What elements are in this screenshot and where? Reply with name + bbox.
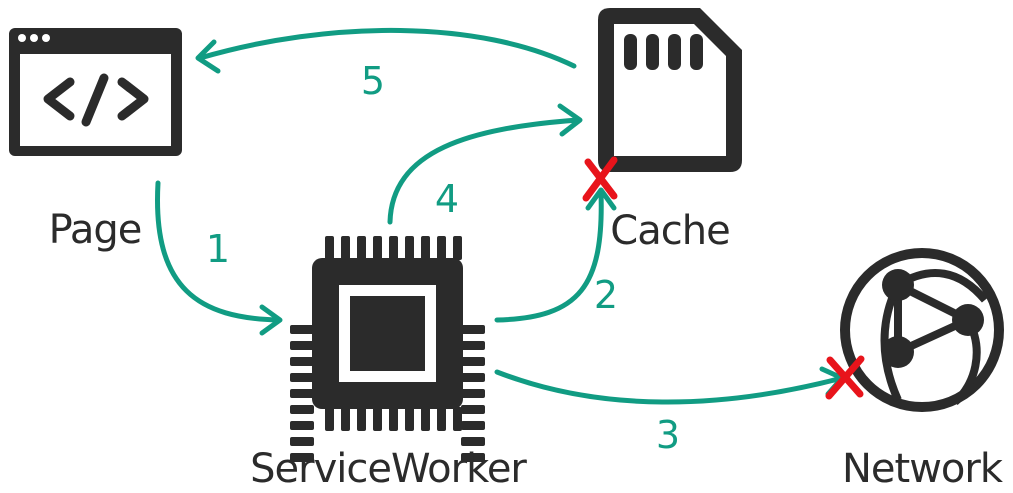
chip-pin (290, 405, 314, 414)
chip-pin (389, 236, 398, 260)
chip-pin (461, 437, 485, 446)
chip-pin (290, 325, 314, 334)
arrow-step-5 (195, 28, 577, 74)
step-5-label: 5 (361, 59, 385, 103)
network-label: Network (842, 446, 1004, 492)
step-2-label: 2 (594, 273, 618, 317)
sd-card-icon (598, 8, 742, 172)
step-1-label: 1 (206, 227, 230, 271)
chip-pin (461, 357, 485, 366)
chip-pin (290, 453, 314, 462)
chip-pin (357, 236, 366, 260)
chip-pin (461, 405, 485, 414)
globe-network-icon (840, 248, 1004, 412)
chip-pin (325, 236, 334, 260)
chip-pin (290, 421, 314, 430)
cache-failure-x-icon (582, 156, 618, 202)
chip-pin (325, 407, 334, 431)
arrow-step-2 (494, 187, 617, 323)
chip-pin (341, 236, 350, 260)
chip-pin (373, 236, 382, 260)
chip-pin (453, 236, 462, 260)
chip-pin (421, 236, 430, 260)
browser-code-window-icon (9, 28, 182, 156)
chip-pin (461, 373, 485, 382)
chip-pin (405, 236, 414, 260)
chip-pin (341, 407, 350, 431)
chip-pin (461, 325, 485, 334)
chip-pin (290, 437, 314, 446)
chip-pin (437, 407, 446, 431)
chip-pin (437, 236, 446, 260)
chip-pin (290, 389, 314, 398)
step-3-label: 3 (656, 413, 680, 457)
arrow-step-1 (155, 180, 283, 336)
chip-pin (290, 373, 314, 382)
arrow-step-3 (494, 366, 845, 405)
chip-pin (373, 407, 382, 431)
chip-pin (405, 407, 414, 431)
chip-pin (461, 389, 485, 398)
chip-pin (290, 341, 314, 350)
chip-pin (461, 421, 485, 430)
network-failure-x-icon (825, 355, 865, 400)
chip-pin (453, 407, 462, 431)
page-label: Page (49, 207, 142, 253)
chip-pin (290, 357, 314, 366)
chip-pin (461, 341, 485, 350)
service-worker-label: ServiceWorker (250, 446, 527, 492)
chip-pin (357, 407, 366, 431)
cache-label: Cache (610, 208, 729, 254)
chip-pin (389, 407, 398, 431)
cpu-chip-icon (290, 236, 485, 462)
chip-pin (461, 453, 485, 462)
arrow-step-4 (387, 103, 583, 225)
chip-pin (421, 407, 430, 431)
step-4-label: 4 (435, 177, 459, 221)
